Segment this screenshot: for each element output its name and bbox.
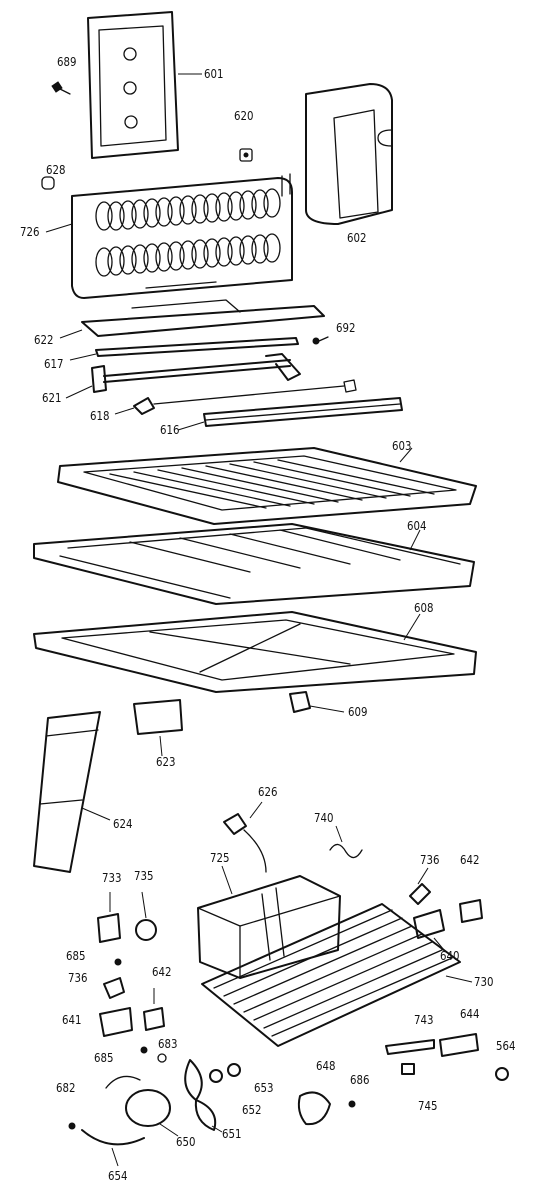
label-736-left: 736 <box>68 971 88 985</box>
label-609: 609 <box>348 705 368 719</box>
part-743-bracket <box>385 1039 435 1055</box>
label-683: 683 <box>158 1037 178 1051</box>
label-648: 648 <box>316 1059 336 1073</box>
part-601-frame <box>87 11 179 159</box>
label-685-upper: 685 <box>66 949 86 963</box>
label-726: 726 <box>20 225 40 239</box>
label-735: 735 <box>134 869 154 883</box>
part-617-bar <box>95 337 299 357</box>
label-642-right: 642 <box>460 853 480 867</box>
label-624: 624 <box>113 817 133 831</box>
part-653-washer <box>227 1063 241 1077</box>
part-725-compressor <box>197 865 341 979</box>
part-642-relay-right <box>459 899 483 923</box>
label-628: 628 <box>46 163 66 177</box>
part-740-clip <box>329 825 363 859</box>
part-620-clip <box>239 148 253 162</box>
part-640-relay-bracket <box>413 909 445 951</box>
label-623: 623 <box>156 755 176 769</box>
label-620: 620 <box>234 109 254 123</box>
part-618-probe <box>133 379 357 415</box>
part-683-nut <box>157 1053 167 1063</box>
label-651: 651 <box>222 1127 242 1141</box>
label-745: 745 <box>418 1099 438 1113</box>
part-730-condenser <box>201 903 473 1047</box>
label-736-right: 736 <box>420 853 440 867</box>
part-616-channel <box>203 397 403 427</box>
label-654: 654 <box>108 1169 128 1183</box>
label-621: 621 <box>42 391 62 405</box>
part-654-bracket <box>81 1129 145 1167</box>
label-603: 603 <box>392 439 412 453</box>
part-736-bracket-left <box>103 977 125 999</box>
part-642-relay-left <box>143 988 165 1031</box>
part-624-panel <box>33 711 111 873</box>
part-682-screw <box>68 1122 76 1130</box>
label-650: 650 <box>176 1135 196 1149</box>
label-692: 692 <box>336 321 356 335</box>
label-618: 618 <box>90 409 110 423</box>
label-725: 725 <box>210 851 230 865</box>
part-735-overload <box>135 891 157 941</box>
label-689: 689 <box>57 55 77 69</box>
label-616: 616 <box>160 423 180 437</box>
part-689-screw <box>51 81 71 95</box>
label-685-lower: 685 <box>94 1051 114 1065</box>
part-622-pan <box>81 299 325 337</box>
part-652-washer <box>209 1069 223 1083</box>
part-650-fan-motor <box>105 1075 179 1137</box>
label-644: 644 <box>460 1007 480 1021</box>
label-730: 730 <box>474 975 494 989</box>
part-726-evaporator <box>71 173 293 299</box>
label-626: 626 <box>258 785 278 799</box>
part-733-relay <box>97 892 121 943</box>
label-743: 743 <box>414 1013 434 1027</box>
part-648-capacitor <box>297 1091 331 1126</box>
label-641: 641 <box>62 1013 82 1027</box>
part-564-grommet <box>495 1067 509 1081</box>
part-609-damper <box>289 691 345 713</box>
label-642-left: 642 <box>152 965 172 979</box>
part-621-heater <box>91 353 301 393</box>
label-652: 652 <box>242 1103 262 1117</box>
label-564: 564 <box>496 1039 516 1053</box>
part-602-cover <box>305 83 393 225</box>
part-686-screw <box>348 1100 356 1108</box>
label-682: 682 <box>56 1081 76 1095</box>
label-686: 686 <box>350 1073 370 1087</box>
part-623-cover <box>133 699 183 757</box>
label-733: 733 <box>102 871 122 885</box>
part-608-tray <box>33 611 477 693</box>
label-622: 622 <box>34 333 54 347</box>
label-604: 604 <box>407 519 427 533</box>
part-626-cord <box>223 801 267 873</box>
label-601: 601 <box>204 67 224 81</box>
label-740: 740 <box>314 811 334 825</box>
part-604-shelf <box>33 523 475 605</box>
label-640: 640 <box>440 949 460 963</box>
part-685-screw-lower <box>140 1046 148 1054</box>
part-745-clip <box>401 1063 415 1075</box>
part-692-screw <box>312 336 329 345</box>
part-685-screw-upper <box>114 958 122 966</box>
part-628-plug <box>41 176 55 190</box>
part-641-bracket <box>99 1007 133 1037</box>
part-603-shelf <box>57 447 477 525</box>
part-736-bracket-right <box>409 867 431 905</box>
label-608: 608 <box>414 601 434 615</box>
part-644-bracket <box>439 1033 479 1057</box>
label-602: 602 <box>347 231 367 245</box>
label-617: 617 <box>44 357 64 371</box>
part-651-fan-blade <box>184 1059 223 1133</box>
label-653: 653 <box>254 1081 274 1095</box>
